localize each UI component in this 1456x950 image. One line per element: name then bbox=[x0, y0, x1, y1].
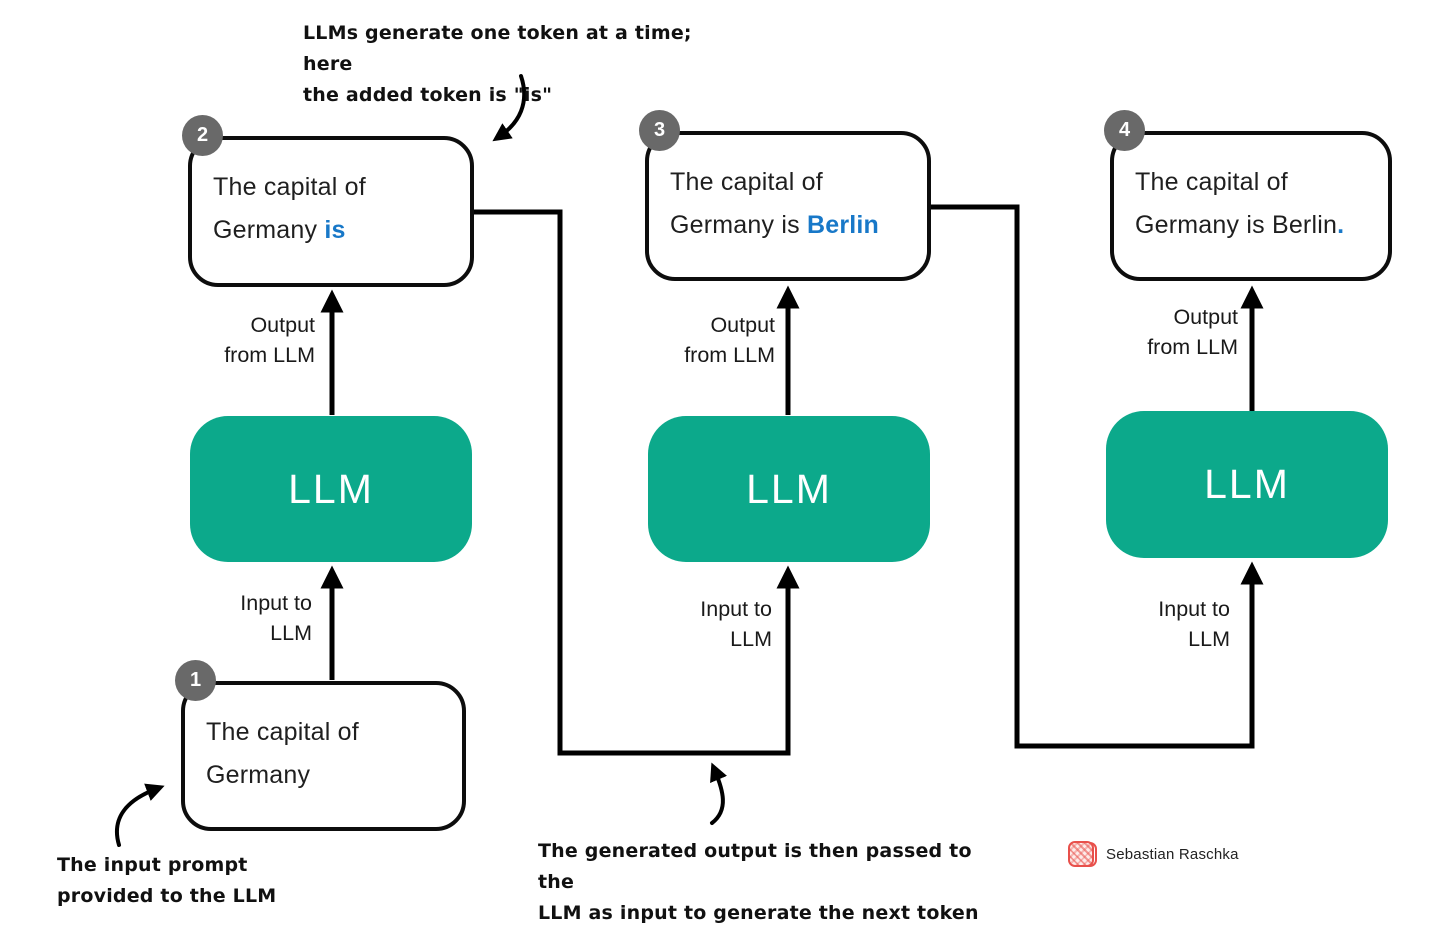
step-badge-1: 1 bbox=[175, 660, 216, 701]
annotation-bottom-left-line1: The input prompt bbox=[57, 854, 248, 876]
annotation-top: LLMs generate one token at a time; here … bbox=[303, 18, 733, 111]
annotation-arrow-bottom-left bbox=[114, 783, 165, 847]
input-to-llm-label-3: Input to LLM bbox=[1158, 597, 1230, 651]
output-box-step2-text: The capital of Germany is bbox=[192, 140, 470, 252]
input-box-step1: 1 The capital of Germany bbox=[175, 660, 466, 831]
connector-box2-to-llm2 bbox=[474, 209, 800, 756]
box-text-line1: The capital of bbox=[1135, 168, 1288, 196]
output-box-step2: 2 The capital of Germany is bbox=[182, 115, 474, 287]
box-text-line1: The capital of bbox=[670, 168, 823, 196]
annotation-bottom-left-line2: provided to the LLM bbox=[57, 885, 277, 907]
highlighted-token: is bbox=[324, 216, 346, 244]
box-text-line1: The capital of bbox=[206, 718, 359, 746]
highlighted-token: . bbox=[1337, 211, 1345, 239]
input-to-llm-label-1: Input to LLM bbox=[240, 591, 312, 645]
stamp-front bbox=[1068, 841, 1094, 867]
llm-label: LLM bbox=[746, 465, 832, 512]
input-to-llm-label-2: Input to LLM bbox=[700, 597, 772, 651]
output-from-llm-label-2: Output from LLM bbox=[684, 313, 775, 367]
annotation-arrow-top bbox=[492, 74, 527, 142]
highlighted-token: Berlin bbox=[806, 211, 880, 239]
annotation-bottom-middle-line2: LLM as input to generate the next token bbox=[538, 902, 979, 924]
annotation-bottom-middle: The generated output is then passed to t… bbox=[538, 836, 1008, 929]
step-badge-2: 2 bbox=[182, 115, 223, 156]
connector-box3-to-llm3 bbox=[931, 204, 1264, 749]
llm-label: LLM bbox=[1204, 461, 1290, 507]
annotation-top-line2: the added token is "is" bbox=[303, 84, 553, 106]
attribution: Sebastian Raschka bbox=[1068, 841, 1239, 867]
step-badge-3: 3 bbox=[639, 110, 680, 151]
output-box-step3: 3 The capital of Germany is Berlin bbox=[639, 110, 931, 281]
box-text-line2: Germany is bbox=[670, 211, 807, 239]
box-text-line2: Germany is Berlin bbox=[1135, 211, 1338, 239]
input-box-step1-text: The capital of Germany bbox=[185, 685, 462, 797]
annotation-top-line1: LLMs generate one token at a time; here bbox=[303, 22, 692, 75]
llm-label: LLM bbox=[288, 465, 374, 512]
output-box-step3-text: The capital of Germany is Berlin bbox=[649, 135, 927, 247]
annotation-bottom-left: The input prompt provided to the LLM bbox=[57, 850, 297, 912]
output-from-llm-label-1: Output from LLM bbox=[224, 313, 315, 367]
box-text-line2: Germany bbox=[206, 761, 311, 789]
attribution-name: Sebastian Raschka bbox=[1106, 845, 1239, 863]
annotation-arrow-bottom-middle bbox=[710, 762, 728, 825]
box-text-line2: Germany bbox=[213, 216, 325, 244]
llm-box-1: LLM bbox=[190, 416, 472, 562]
output-box-step4-text: The capital of Germany is Berlin. bbox=[1114, 135, 1388, 247]
step-badge-4: 4 bbox=[1104, 110, 1145, 151]
stamp-logo-icon bbox=[1068, 841, 1097, 867]
output-box-step4: 4 The capital of Germany is Berlin. bbox=[1104, 110, 1392, 281]
llm-box-3: LLM bbox=[1106, 411, 1388, 558]
output-from-llm-label-3: Output from LLM bbox=[1147, 305, 1238, 359]
box-text-line1: The capital of bbox=[213, 173, 366, 201]
llm-box-2: LLM bbox=[648, 416, 930, 562]
annotation-bottom-middle-line1: The generated output is then passed to t… bbox=[538, 840, 972, 893]
